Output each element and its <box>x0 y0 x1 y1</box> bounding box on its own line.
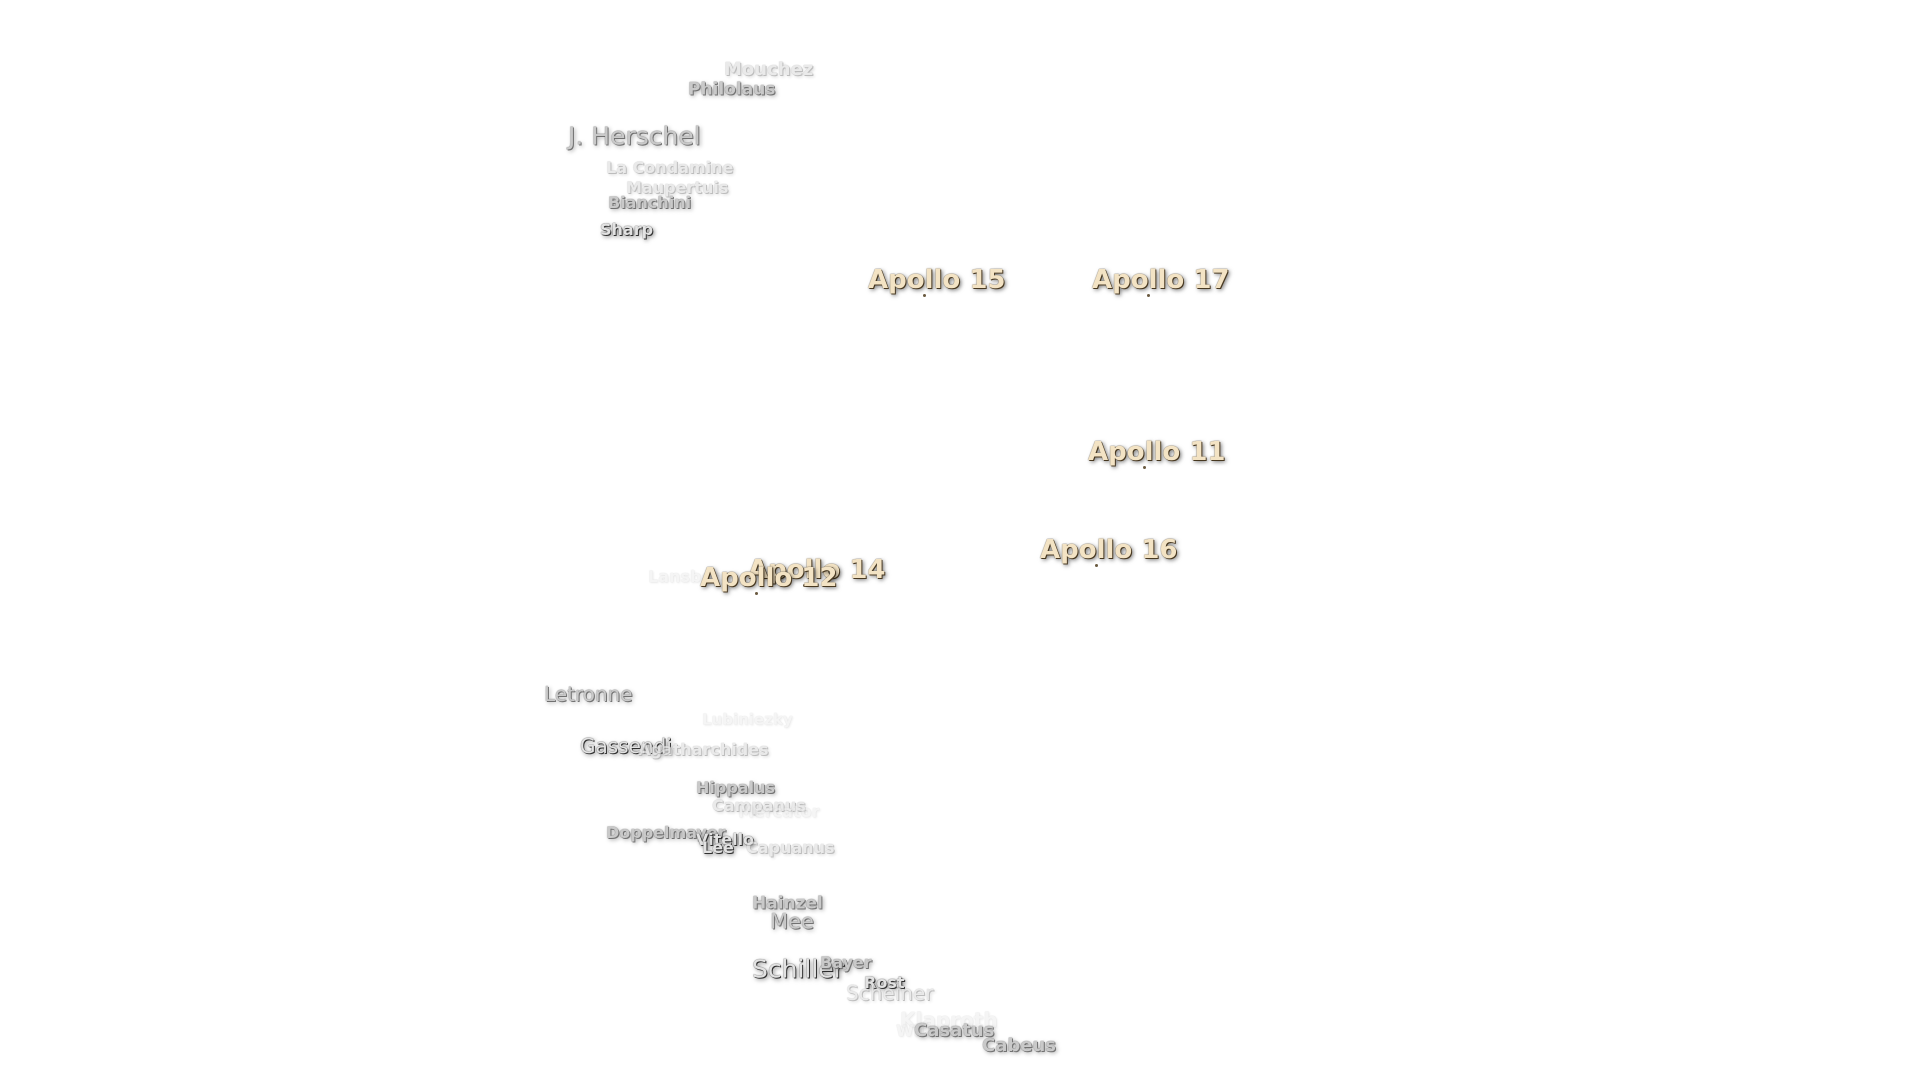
crater-label-scheiner[interactable]: Scheiner <box>846 981 934 1005</box>
crater-label-doppelmayer[interactable]: Doppelmayer <box>606 823 726 842</box>
landing-site-label-apollo-12[interactable]: Apollo 12 <box>700 563 838 593</box>
crater-label-bianchini[interactable]: Bianchini <box>608 193 692 212</box>
crater-label-klaproth[interactable]: Klaproth <box>900 1008 998 1032</box>
crater-label-vitello[interactable]: Vitello <box>696 830 755 849</box>
landing-site-marker[interactable] <box>1143 466 1146 469</box>
crater-label-j-herschel[interactable]: J. Herschel <box>568 121 701 151</box>
crater-label-hainzel[interactable]: Hainzel <box>752 893 823 914</box>
crater-label-mee[interactable]: Mee <box>770 909 814 934</box>
crater-label-lubiniezky[interactable]: Lubiniezky <box>702 710 793 729</box>
crater-label-casatus[interactable]: Casatus <box>914 1020 995 1041</box>
crater-label-gassendi[interactable]: Gassendi <box>580 734 672 758</box>
crater-label-rost[interactable]: Rost <box>864 973 905 992</box>
crater-label-capuanus[interactable]: Capuanus <box>746 838 835 857</box>
crater-label-philolaus[interactable]: Philolaus <box>688 79 776 100</box>
landing-site-label-apollo-17[interactable]: Apollo 17 <box>1092 265 1230 295</box>
crater-label-mercator[interactable]: Mercator <box>738 802 820 821</box>
crater-label-letronne[interactable]: Letronne <box>544 682 633 706</box>
landing-site-marker[interactable] <box>1095 564 1098 567</box>
crater-label-schiller[interactable]: Schiller <box>752 954 844 984</box>
crater-label-campanus[interactable]: Campanus <box>712 796 806 815</box>
crater-label-lansberg[interactable]: Lansberg <box>648 567 732 586</box>
crater-label-bayer[interactable]: Bayer <box>820 953 872 972</box>
landing-site-marker[interactable] <box>923 294 926 297</box>
crater-label-sharp[interactable]: Sharp <box>600 220 654 239</box>
landing-site-label-apollo-14[interactable]: Apollo 14 <box>748 555 886 585</box>
landing-site-label-apollo-11[interactable]: Apollo 11 <box>1088 437 1226 467</box>
crater-label-maupertuis[interactable]: Maupertuis <box>626 178 729 197</box>
crater-label-wilson[interactable]: Wilson <box>896 1021 957 1040</box>
landing-site-label-apollo-16[interactable]: Apollo 16 <box>1040 535 1178 565</box>
crater-label-hippalus[interactable]: Hippalus <box>696 778 775 797</box>
crater-label-cabeus[interactable]: Cabeus <box>982 1035 1056 1056</box>
crater-label-la-condamine[interactable]: La Condamine <box>606 158 734 177</box>
landing-site-marker[interactable] <box>755 592 758 595</box>
crater-label-mouchez[interactable]: Mouchez <box>724 59 814 80</box>
landing-site-label-apollo-15[interactable]: Apollo 15 <box>868 265 1006 295</box>
crater-label-lee[interactable]: Lee <box>702 838 734 857</box>
landing-site-marker[interactable] <box>1147 294 1150 297</box>
crater-label-agatharchides[interactable]: Agatharchides <box>638 740 769 759</box>
landing-site-marker[interactable] <box>803 584 806 587</box>
